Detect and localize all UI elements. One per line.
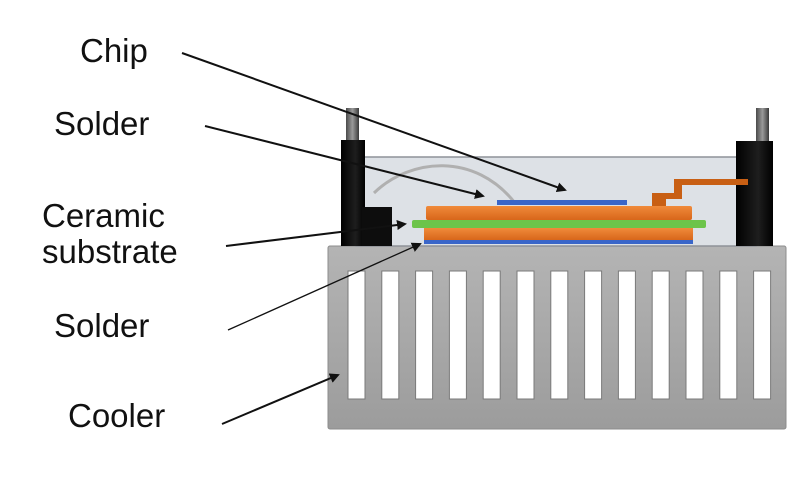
arrow-ceramic xyxy=(225,220,407,247)
chip xyxy=(497,200,627,205)
cooler xyxy=(327,245,787,430)
label-solder-bottom: Solder xyxy=(54,307,150,344)
cooler-fin-slot xyxy=(584,270,603,400)
label-ceramic-substrate: Ceramic substrate xyxy=(42,198,178,270)
arrow-chip xyxy=(181,52,567,193)
arrow-cooler xyxy=(221,373,340,425)
power-terminal xyxy=(652,179,748,206)
solder-layer-bottom xyxy=(424,239,693,244)
cooler-fins xyxy=(347,270,772,400)
cooler-fin-slot xyxy=(516,270,535,400)
terminal-pin-right xyxy=(756,108,769,144)
housing-wall-left xyxy=(341,140,365,246)
bond-wire xyxy=(372,164,517,204)
terminal-pin-left xyxy=(346,108,359,144)
cooler-fin-slot xyxy=(617,270,636,400)
ceramic-substrate xyxy=(412,220,706,228)
label-ceramic-line1: Ceramic xyxy=(42,197,165,234)
copper-layer-top xyxy=(426,206,692,220)
label-cooler: Cooler xyxy=(68,397,166,434)
cooler-fin-slot xyxy=(753,270,772,400)
copper-layer-bottom xyxy=(424,228,693,240)
cooler-fin-slot xyxy=(550,270,569,400)
cooler-fin-slot xyxy=(347,270,366,400)
arrow-solder-top xyxy=(204,125,485,199)
cooler-fin-slot xyxy=(415,270,434,400)
label-solder-top: Solder xyxy=(54,105,150,142)
cooler-fin-slot xyxy=(685,270,704,400)
cooler-fin-slot xyxy=(381,270,400,400)
cooler-fin-slot xyxy=(651,270,670,400)
housing-wall-right xyxy=(736,141,773,246)
cooler-fin-slot xyxy=(482,270,501,400)
label-chip: Chip xyxy=(80,32,148,69)
arrow-solder-bottom xyxy=(227,242,422,331)
cooler-fin-slot xyxy=(719,270,738,400)
cooler-fin-slot xyxy=(448,270,467,400)
label-ceramic-line2: substrate xyxy=(42,233,178,270)
